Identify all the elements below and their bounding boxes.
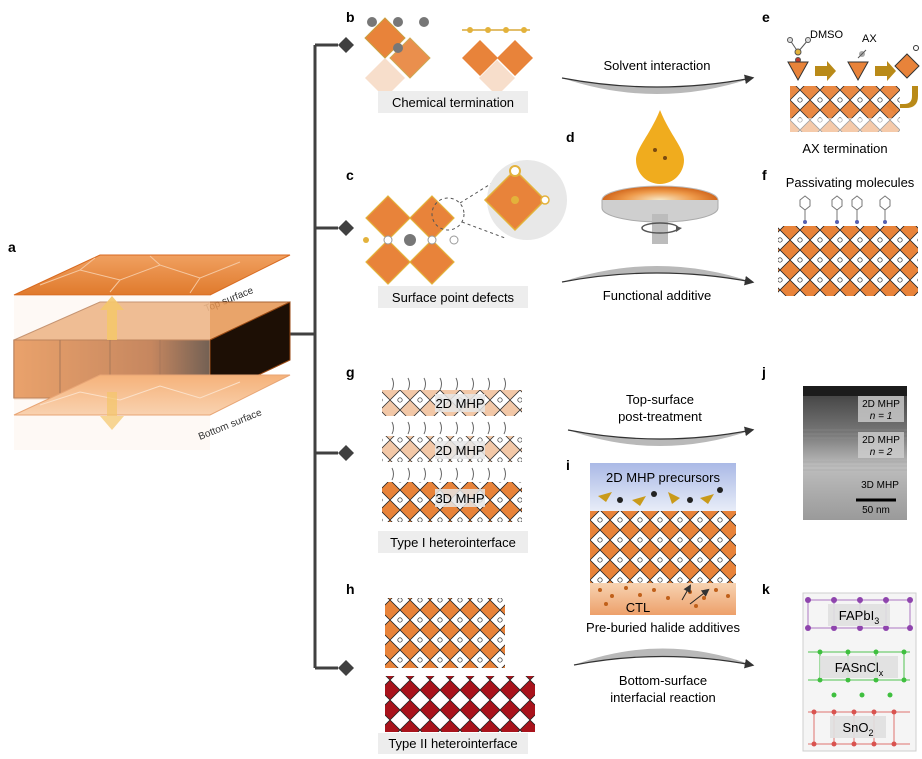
panel-j: j 2D MHP n = 1 2D MHP n = 2 3D MHP 50 nm bbox=[761, 364, 907, 520]
tem-2d-mhp-n1-label: 2D MHP bbox=[862, 399, 900, 410]
droplet-icon bbox=[636, 110, 684, 184]
precursor-ions bbox=[617, 487, 723, 503]
type1-heterointerface-caption: Type I heterointerface bbox=[390, 535, 516, 550]
sno2-label: SnO2 bbox=[842, 720, 873, 738]
panel-label-a: a bbox=[8, 239, 16, 255]
surface-point-defects-box bbox=[378, 286, 528, 308]
surface-point-defects-caption: Surface point defects bbox=[392, 290, 515, 305]
tem-n1-label: n = 1 bbox=[870, 411, 893, 422]
solvent-interaction: Solvent interaction bbox=[561, 58, 755, 94]
node-diamond-b bbox=[338, 37, 354, 53]
passivating-molecules-caption: Passivating molecules bbox=[786, 175, 915, 190]
tem-scale-label: 50 nm bbox=[862, 505, 890, 516]
bottom-surface-label-1: Bottom-surface bbox=[619, 673, 707, 688]
ax-termination-caption: AX termination bbox=[802, 141, 887, 156]
perovskite-bulk-i bbox=[590, 511, 736, 583]
top-surface-label-2: post-treatment bbox=[618, 409, 702, 424]
passivating-molecule-icons bbox=[799, 195, 891, 224]
panel-label-k: k bbox=[762, 581, 770, 597]
fapbi3-label: FAPbI3 bbox=[839, 608, 879, 626]
tree-node-markers bbox=[338, 37, 354, 676]
functional-curve-arrow bbox=[562, 266, 752, 282]
panel-label-f: f bbox=[762, 167, 767, 183]
panel-label-d: d bbox=[566, 129, 575, 145]
node-diamond-h bbox=[338, 660, 354, 676]
type1-caption-box bbox=[378, 531, 528, 553]
top-surface-post-treatment: Top-surface post-treatment bbox=[567, 392, 755, 446]
dmso-molecule-icon bbox=[787, 37, 811, 63]
panel-label-j: j bbox=[761, 364, 766, 380]
panel-label-b: b bbox=[346, 9, 355, 25]
passivated-lattice bbox=[778, 226, 918, 296]
structure-atoms-purple bbox=[805, 597, 913, 631]
node-diamond-c bbox=[338, 220, 354, 236]
ax-label: AX bbox=[862, 33, 877, 45]
bottom-surface-slab bbox=[13, 374, 291, 416]
panel-g: g 2D MHP 2D MHP 3D MHP Type I heterointe… bbox=[346, 364, 528, 553]
top-surface-slab bbox=[13, 254, 291, 296]
panel-i: i 2D MHP precursors CTL Pre-buried halid… bbox=[566, 457, 740, 635]
octahedra-with-defects bbox=[363, 195, 459, 285]
bottom-surface-curve-arrow bbox=[574, 648, 752, 665]
2d-mhp-label-2: 2D MHP bbox=[435, 443, 484, 458]
octahedra-unit-left bbox=[364, 17, 431, 98]
chemical-termination-box bbox=[378, 91, 528, 113]
panel-a: a Top surface Bottom surface bbox=[8, 239, 291, 450]
panel-k: k FAPbI3 FASnClx SnO2 bbox=[762, 581, 917, 752]
octahedra-unit-right bbox=[462, 27, 533, 96]
panel-c: c Surface point defects bbox=[346, 160, 567, 308]
panel-label-i: i bbox=[566, 457, 570, 473]
gold-arrow-icon-2 bbox=[875, 61, 896, 81]
chemical-termination-caption: Chemical termination bbox=[392, 95, 514, 110]
panel-label-g: g bbox=[346, 364, 355, 380]
panel-e: e DMSO AX AX termination bbox=[762, 9, 920, 156]
precursor-particles bbox=[598, 492, 714, 506]
ctl-layer bbox=[590, 583, 736, 615]
panel-label-e: e bbox=[762, 9, 770, 25]
bottom-surface-label-2: interfacial reaction bbox=[610, 690, 716, 705]
type2-heterointerface-caption: Type II heterointerface bbox=[388, 736, 517, 751]
type2-caption-box bbox=[378, 733, 528, 754]
2d-mhp-label-1: 2D MHP bbox=[435, 396, 484, 411]
ctl-label: CTL bbox=[626, 600, 651, 615]
spin-coater-shaft bbox=[652, 214, 668, 244]
structure-atoms-green bbox=[817, 649, 907, 698]
solvent-interaction-label: Solvent interaction bbox=[604, 58, 711, 73]
functional-additive-label: Functional additive bbox=[603, 288, 711, 303]
functional-additive: Functional additive bbox=[561, 266, 755, 303]
panel-d: d bbox=[566, 110, 719, 244]
top-surface-label-1: Top-surface bbox=[626, 392, 694, 407]
top-surface-curve-arrow bbox=[568, 430, 752, 446]
organic-spacer-icons bbox=[391, 377, 506, 481]
panel-label-h: h bbox=[346, 581, 355, 597]
down-arrow-icon bbox=[100, 392, 124, 430]
panel-label-c: c bbox=[346, 167, 354, 183]
panel-h: h Type II heterointerface bbox=[346, 581, 535, 754]
dmso-label: DMSO bbox=[810, 29, 843, 41]
pre-buried-halide-caption: Pre-buried halide additives bbox=[586, 620, 740, 635]
2d-mhp-precursors-label: 2D MHP precursors bbox=[606, 470, 720, 485]
defect-zoom-circle bbox=[431, 197, 465, 231]
halide-additive-dots bbox=[598, 586, 730, 608]
tem-n2-label: n = 2 bbox=[870, 447, 893, 458]
tem-3d-mhp-label: 3D MHP bbox=[861, 480, 899, 491]
node-diamond-g bbox=[338, 445, 354, 461]
bottom-surface-interfacial-reaction: Bottom-surface interfacial reaction bbox=[573, 648, 755, 705]
fasnclx-label: FASnClx bbox=[835, 660, 884, 678]
solvent-curve-arrow bbox=[562, 78, 752, 94]
gold-arrow-icon-1 bbox=[815, 61, 836, 81]
3d-mhp-label: 3D MHP bbox=[435, 491, 484, 506]
dark-perovskite-layer-h bbox=[385, 676, 535, 732]
panel-f: f Passivating molecules bbox=[762, 167, 918, 296]
up-arrow-icon bbox=[100, 296, 124, 340]
panel-b: b Chemical termination bbox=[346, 9, 533, 113]
tem-2d-mhp-n2-label: 2D MHP bbox=[862, 435, 900, 446]
structure-atoms-red bbox=[811, 709, 897, 747]
perovskite-layer-h bbox=[385, 598, 505, 668]
precursor-solution bbox=[590, 463, 736, 511]
tree-connector bbox=[287, 43, 338, 670]
